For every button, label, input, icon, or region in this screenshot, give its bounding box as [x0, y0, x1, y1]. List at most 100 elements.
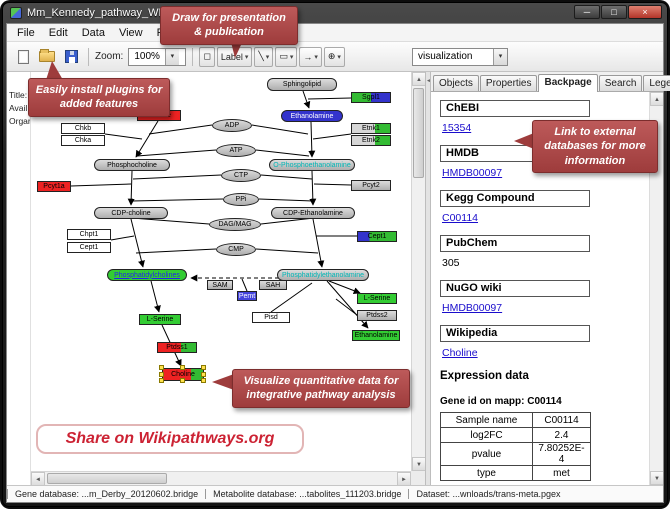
- maximize-button[interactable]: □: [601, 5, 627, 19]
- pathway-node-dag_mag[interactable]: DAG/MAG: [209, 218, 261, 231]
- panel-scrollbar[interactable]: ▲ ▼: [649, 92, 663, 485]
- collapse-panel-icon[interactable]: ◄: [426, 78, 431, 84]
- horizontal-scroll-thumb[interactable]: [47, 473, 167, 484]
- canvas-horizontal-scrollbar[interactable]: ◄ ►: [31, 471, 411, 486]
- pathway-node-ctp[interactable]: CTP: [221, 169, 261, 182]
- pathway-node-etnk1[interactable]: Etnk1: [351, 123, 391, 134]
- tab-properties[interactable]: Properties: [479, 75, 538, 91]
- panel-scroll-up-icon[interactable]: ▲: [650, 92, 663, 106]
- visualization-combobox[interactable]: visualization ▾: [412, 47, 508, 66]
- tab-backpage[interactable]: Backpage: [538, 74, 598, 92]
- pathway-node-o_phosphoethanolamine[interactable]: O-Phosphoethanolamine: [269, 159, 355, 171]
- interaction-tool[interactable]: →▾: [299, 46, 322, 67]
- scroll-left-icon[interactable]: ◄: [31, 471, 45, 486]
- close-button[interactable]: ×: [628, 5, 662, 19]
- vertical-scroll-thumb[interactable]: [413, 88, 424, 178]
- pathway-node-ethanolamine_top[interactable]: Ethanolamine: [281, 110, 343, 122]
- selection-handle[interactable]: [159, 378, 164, 383]
- shape-tool[interactable]: ▭▾: [275, 46, 298, 67]
- menu-file[interactable]: File: [17, 26, 35, 39]
- pathway-edges: [70, 90, 369, 367]
- pathway-node-pcyt2[interactable]: Pcyt2: [351, 180, 391, 191]
- tab-legend[interactable]: Legend: [643, 75, 670, 91]
- rail-label: Title:: [9, 90, 28, 100]
- pathway-node-sah[interactable]: SAH: [259, 280, 287, 290]
- selection-handle[interactable]: [180, 378, 185, 383]
- backpage-section-title: Wikipedia: [440, 325, 590, 342]
- pathway-node-atp[interactable]: ATP: [216, 144, 256, 157]
- canvas-vertical-scrollbar[interactable]: ▲ ▼: [411, 72, 426, 471]
- status-gene-database: Gene database: ...m_Derby_20120602.bridg…: [7, 489, 205, 499]
- selection-tool[interactable]: ◻: [199, 46, 215, 67]
- pathway-node-phosphatidylethanolamine[interactable]: Phosphatidylethanolamine: [277, 269, 369, 281]
- backpage-link[interactable]: HMDB00097: [442, 167, 503, 179]
- menu-data[interactable]: Data: [81, 26, 105, 39]
- backpage-link[interactable]: 15354: [442, 122, 472, 134]
- pathway-node-sgpl1[interactable]: Sgpl1: [351, 92, 391, 103]
- scroll-down-icon[interactable]: ▼: [412, 457, 426, 471]
- new-file-button[interactable]: [12, 46, 34, 68]
- pathway-node-cept1_right[interactable]: Cept1: [357, 231, 397, 242]
- pathway-node-ptdss2[interactable]: Ptdss2: [357, 310, 397, 321]
- zoom-combobox[interactable]: 100% ▾: [128, 47, 187, 66]
- selection-handle[interactable]: [201, 378, 206, 383]
- pathway-node-ppi[interactable]: PPi: [223, 193, 259, 206]
- pathway-node-adp[interactable]: ADP: [212, 119, 252, 132]
- save-button[interactable]: [60, 46, 82, 68]
- tab-search[interactable]: Search: [598, 75, 643, 91]
- pathway-node-cdp_ethanolamine[interactable]: CDP-Ethanolamine: [271, 207, 355, 219]
- scroll-right-icon[interactable]: ►: [397, 472, 411, 486]
- panel-scroll-down-icon[interactable]: ▼: [650, 471, 663, 485]
- anchor-tool[interactable]: ⊕▾: [323, 46, 345, 67]
- canvas-area: SphingolipidSgpl1CholineChkbChkaADPEthan…: [31, 72, 426, 486]
- pathway-node-pcyt1a_red[interactable]: Pcyt1a: [37, 181, 71, 192]
- pathway-node-ptdss1[interactable]: Ptdss1: [157, 342, 197, 353]
- pathway-node-chkb[interactable]: Chkb: [61, 123, 105, 134]
- selection-handle[interactable]: [201, 371, 206, 377]
- backpage-link[interactable]: C00114: [442, 212, 479, 224]
- panel-splitter[interactable]: ◄: [425, 72, 431, 485]
- callout-plugins-pointer: [46, 61, 63, 80]
- selection-handle[interactable]: [201, 365, 206, 370]
- line-tool[interactable]: ╲▾: [254, 46, 274, 67]
- pathway-node-sam[interactable]: SAM: [207, 280, 233, 290]
- gene-id-mapp-line: Gene id on mapp: C00114: [440, 396, 562, 407]
- pathway-node-pisd[interactable]: Pisd: [252, 312, 290, 323]
- save-icon: [64, 50, 78, 63]
- zoom-dropdown-icon[interactable]: ▾: [164, 48, 179, 65]
- pathway-node-cept1_left[interactable]: Cept1: [67, 242, 111, 253]
- pathway-node-chka[interactable]: Chka: [61, 135, 105, 146]
- status-metabolite-database: Metabolite database: ...tabolites_111203…: [205, 489, 408, 499]
- pathway-node-ethanolamine_bottom[interactable]: Ethanolamine: [352, 330, 400, 341]
- backpage-link[interactable]: Choline: [442, 347, 478, 359]
- window-titlebar[interactable]: Mm_Kennedy_pathway_WP1771_45176.gp ─ □ ×: [3, 3, 667, 23]
- visualization-dropdown-icon[interactable]: ▾: [493, 48, 507, 65]
- backpage-section-title: ChEBI: [440, 100, 590, 117]
- selection-handle[interactable]: [159, 371, 164, 377]
- pathway-node-chpt1[interactable]: Chpt1: [67, 229, 111, 240]
- pathway-node-etnk2[interactable]: Etnk2: [351, 135, 391, 146]
- pathway-node-lserine_right[interactable]: L-Serine: [357, 293, 397, 304]
- selection-handle[interactable]: [159, 365, 164, 370]
- pathway-node-pemt[interactable]: Pemt: [237, 291, 257, 301]
- menu-edit[interactable]: Edit: [48, 26, 68, 39]
- pathway-node-cdp_choline[interactable]: CDP-choline: [94, 207, 168, 219]
- backpage-link[interactable]: HMDB00097: [442, 302, 503, 314]
- menu-view[interactable]: View: [118, 26, 143, 39]
- minimize-button[interactable]: ─: [574, 5, 600, 19]
- backpage-section-title: Kegg Compound: [440, 190, 590, 207]
- scroll-up-icon[interactable]: ▲: [412, 72, 426, 86]
- selection-handle[interactable]: [180, 365, 185, 370]
- pathway-node-phosphatidylcholines[interactable]: Phosphatidylcholines: [107, 269, 187, 281]
- backpage-value: 305: [442, 257, 460, 269]
- pathway-node-sphingolipid[interactable]: Sphingolipid: [267, 78, 337, 91]
- app-frame: FileEditDataViewPluginsHelp Zoom: 100% ▾…: [6, 23, 670, 503]
- pathway-node-cmp[interactable]: CMP: [216, 243, 256, 256]
- pathway-node-lserine_left[interactable]: L-Serine: [139, 314, 181, 325]
- pathway-node-phosphocholine[interactable]: Phosphocholine: [94, 159, 170, 171]
- pathway-canvas[interactable]: SphingolipidSgpl1CholineChkbChkaADPEthan…: [31, 72, 411, 471]
- tab-objects[interactable]: Objects: [433, 75, 479, 91]
